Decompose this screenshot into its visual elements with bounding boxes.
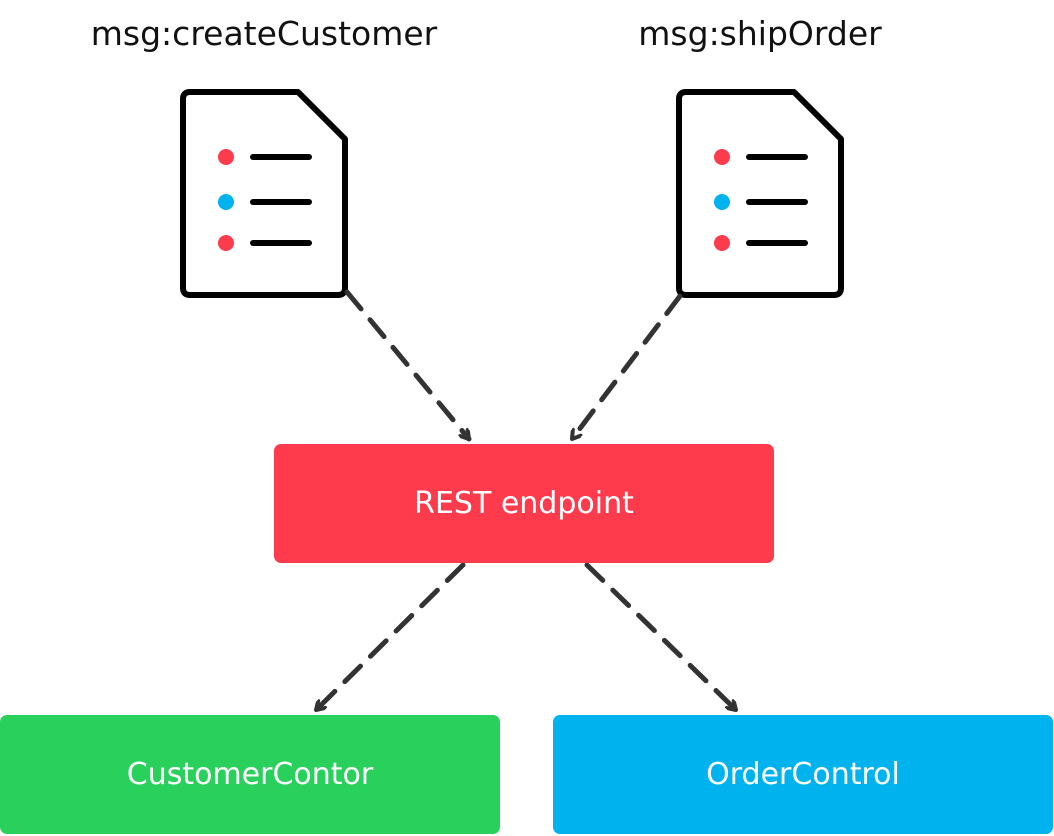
bullet-red-icon xyxy=(218,149,234,165)
bullet-red-icon xyxy=(714,235,730,251)
message-label-ship-order: msg:shipOrder xyxy=(638,14,882,53)
message-label-create-customer: msg:createCustomer xyxy=(90,14,438,53)
order-control-label: OrderControl xyxy=(706,757,900,792)
bullet-red-icon xyxy=(714,149,730,165)
arrow-rest-to-order-control xyxy=(584,562,739,713)
rest-endpoint-label: REST endpoint xyxy=(414,486,634,521)
arrow-ship-order-to-rest xyxy=(569,293,683,442)
order-control-box: OrderControl xyxy=(553,715,1053,834)
bullet-blue-icon xyxy=(714,194,730,210)
document-icon xyxy=(180,89,348,298)
rest-endpoint-box: REST endpoint xyxy=(274,444,774,563)
arrow-rest-to-customer-control xyxy=(313,562,466,713)
customer-control-label: CustomerContor xyxy=(126,757,374,792)
customer-control-box: CustomerContor xyxy=(0,715,500,834)
document-icon xyxy=(676,89,844,298)
arrow-create-customer-to-rest xyxy=(344,289,472,442)
bullet-blue-icon xyxy=(218,194,234,210)
bullet-red-icon xyxy=(218,235,234,251)
